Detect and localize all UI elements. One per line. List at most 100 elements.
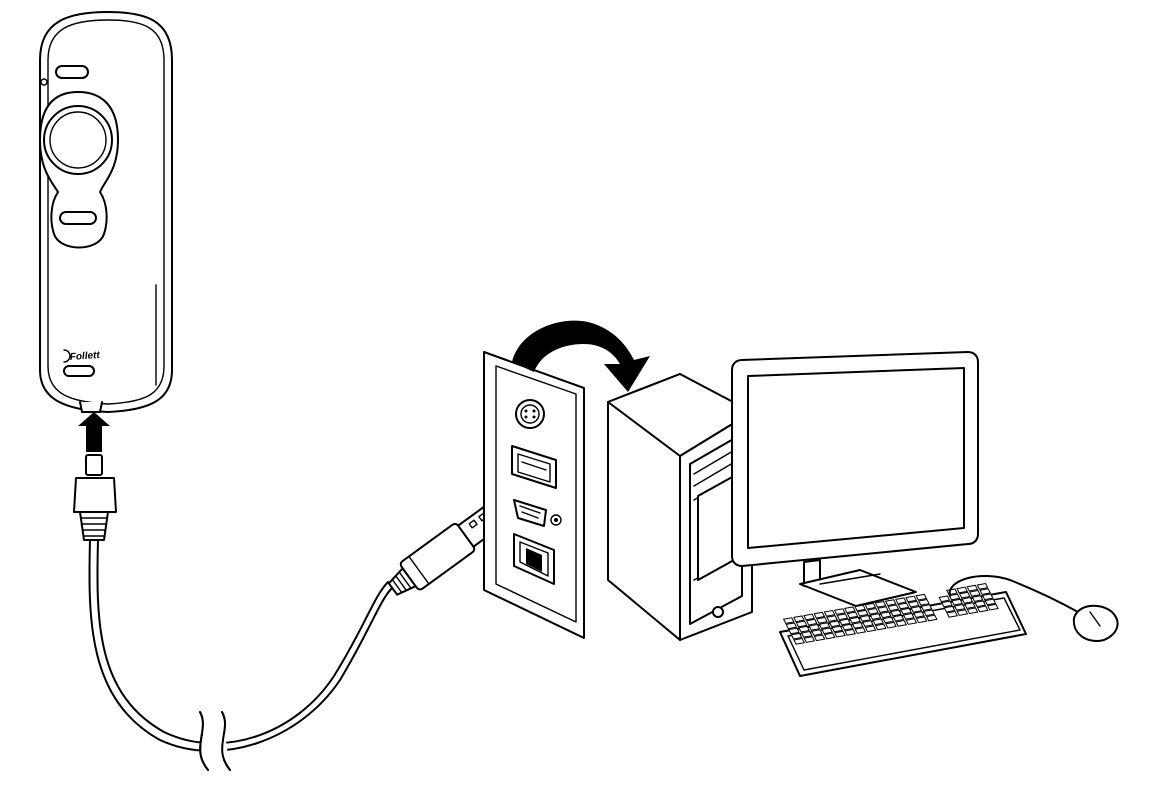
keyboard-key <box>811 629 823 636</box>
keyboard-key <box>816 617 828 624</box>
keyboard-key <box>846 611 859 619</box>
keyboard-key <box>913 611 925 618</box>
keyboard-key <box>884 599 897 606</box>
keyboard-key <box>793 615 805 623</box>
keyboard-key <box>956 586 968 594</box>
keyboard-key <box>808 624 821 631</box>
monitor <box>731 351 979 607</box>
keyboard-key <box>890 609 902 617</box>
keyboard-key <box>813 611 826 619</box>
keyboard-key <box>841 623 854 631</box>
secondary-button <box>59 211 97 225</box>
keyboard-key <box>885 621 897 629</box>
keyboard-key <box>915 593 928 601</box>
keyboard-key <box>793 638 805 645</box>
keyboard-key <box>910 606 923 613</box>
keyboard-key <box>938 595 951 603</box>
keyboard-key <box>966 607 979 615</box>
keyboard-key <box>900 607 912 615</box>
keyboard-key <box>828 620 841 628</box>
keyboard-key <box>795 620 808 628</box>
keyboard-key <box>976 605 989 613</box>
handheld-scanner: Follett <box>39 11 173 413</box>
keyboard-key <box>887 604 900 612</box>
monitor-screen <box>747 367 965 549</box>
power-button <box>712 606 724 618</box>
keyboard-key <box>971 595 984 602</box>
keyboard-key <box>892 614 905 622</box>
keyboard-key <box>920 604 933 611</box>
keyboard-key <box>864 625 877 633</box>
keyboard-key <box>895 597 907 605</box>
micro-usb-connector <box>73 454 117 541</box>
keyboard-key <box>823 632 836 640</box>
keyboard-key <box>782 617 795 624</box>
keyboard-key <box>966 584 979 592</box>
keyboard-key <box>984 598 997 606</box>
keyboard-key <box>946 588 958 596</box>
scanner-insert-arrow <box>78 412 110 452</box>
keyboard-key <box>879 611 892 619</box>
keyboard-key <box>882 616 895 624</box>
keyboard-key <box>956 609 969 616</box>
keyboard-key <box>867 608 879 615</box>
keyboard-key <box>790 632 803 640</box>
usb-port <box>511 445 557 489</box>
scan-trigger-button <box>43 105 113 175</box>
keyboard-key <box>872 618 884 626</box>
keyboard-key <box>987 603 999 611</box>
keyboard-key <box>785 622 798 630</box>
keyboard-key <box>803 613 815 621</box>
keyboard-key <box>836 613 849 621</box>
keyboard-key <box>961 597 974 604</box>
brand-logo: Follett <box>63 349 101 363</box>
computer-rear-panel <box>483 351 585 639</box>
keyboard-key <box>943 605 956 613</box>
serial-port <box>513 499 562 527</box>
keyboard-key <box>905 618 918 625</box>
keyboard-key <box>823 610 836 617</box>
keyboard-key <box>897 602 910 610</box>
keyboard-key <box>925 614 938 622</box>
keyboard-key <box>805 618 818 626</box>
keyboard-key <box>831 625 844 633</box>
mouse <box>1072 604 1119 642</box>
keyboard-key <box>874 623 887 631</box>
keyboard-key <box>979 588 991 595</box>
keyboard-key <box>803 636 816 643</box>
keyboard-key <box>849 616 861 624</box>
keyboard-key <box>864 602 877 610</box>
keyboard-key <box>856 609 869 617</box>
keyboard-key <box>788 627 800 635</box>
keyboard-key <box>800 631 813 638</box>
keyboard <box>779 583 1027 677</box>
pc-tower <box>607 373 753 641</box>
rotate-arrow <box>512 320 650 392</box>
keyboard-key <box>976 583 989 590</box>
keyboard-key <box>951 598 963 606</box>
keyboard-key <box>839 618 851 626</box>
keyboard-key <box>905 595 917 603</box>
keyboard-key <box>895 620 907 627</box>
keyboard-key <box>862 620 874 627</box>
keyboard-key <box>946 611 958 618</box>
keyboard-key <box>915 616 928 624</box>
keyboard-key <box>902 613 915 620</box>
keyboard-key <box>941 600 953 608</box>
keyboard-key <box>798 625 810 633</box>
keyboard-key <box>877 606 889 613</box>
keyboard-key <box>844 629 856 636</box>
brand-logo-text: Follett <box>69 350 100 363</box>
keyboard-key <box>833 608 846 615</box>
keyboard-key <box>974 600 986 608</box>
usb-cable <box>88 539 393 771</box>
keyboard-key <box>918 599 930 606</box>
keyboard-key <box>821 627 833 635</box>
keyboard-key <box>981 593 994 601</box>
keyboard-key <box>874 601 887 608</box>
keyboard-key <box>813 634 826 642</box>
keyboard-key <box>964 602 976 609</box>
ethernet-port <box>513 533 555 585</box>
